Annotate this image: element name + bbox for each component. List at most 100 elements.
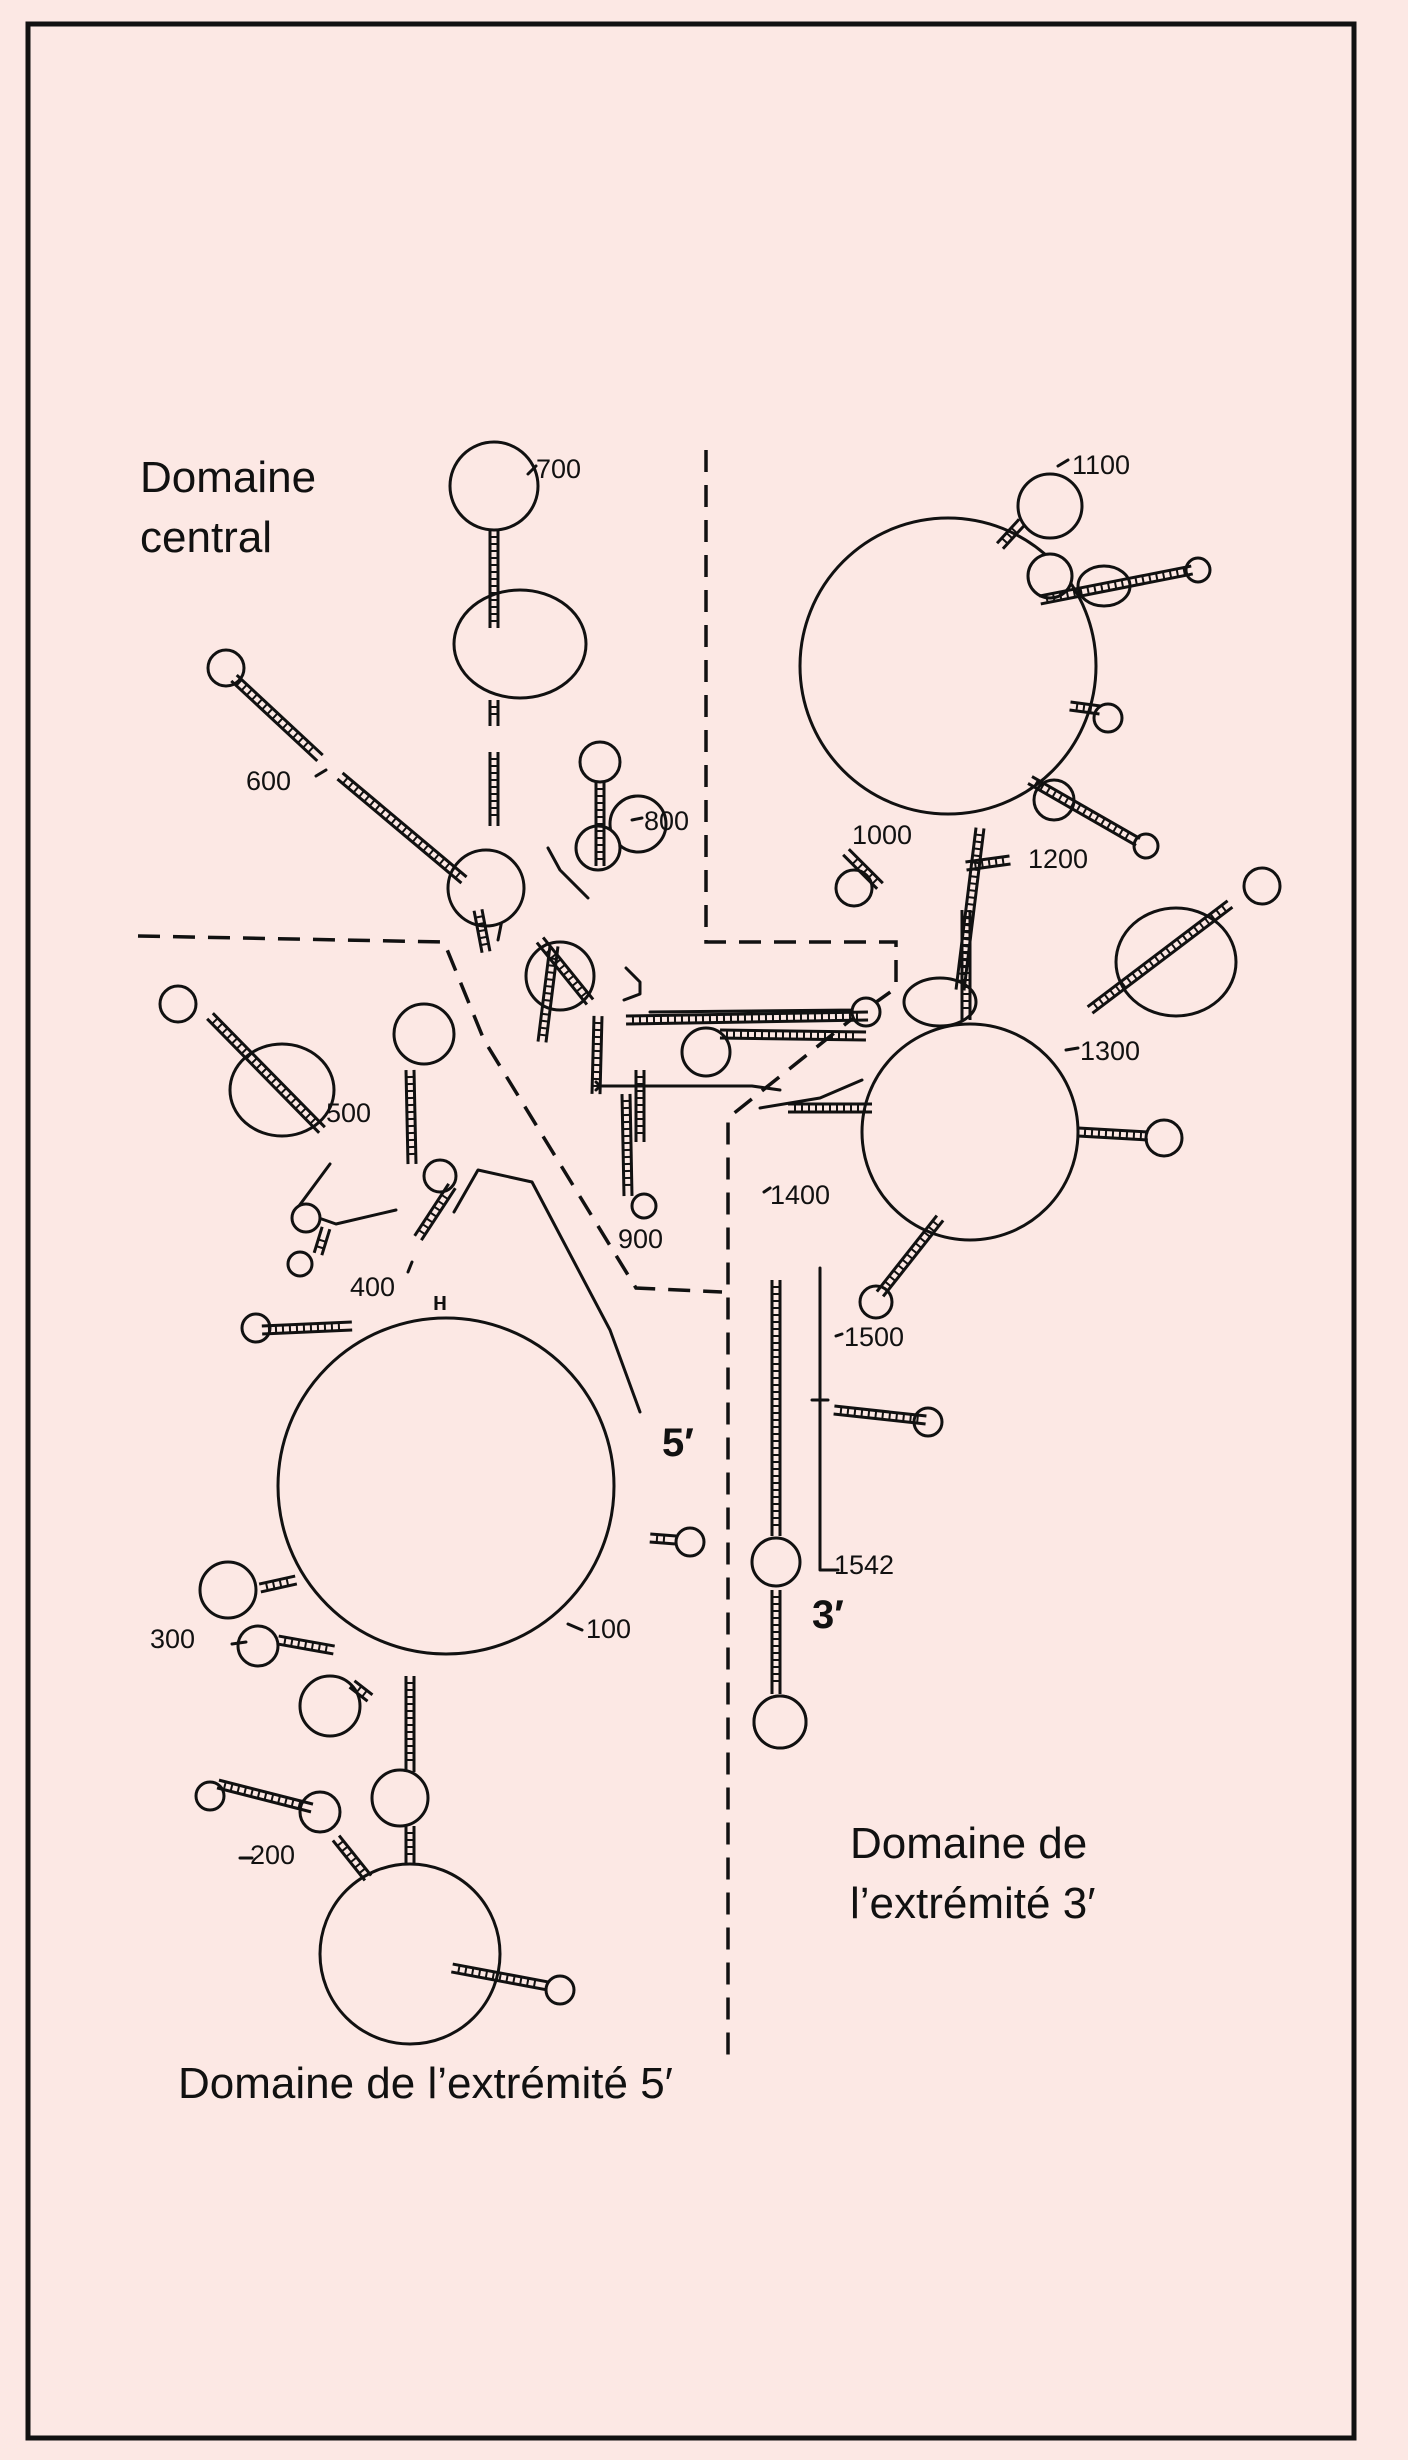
base-pair-rung bbox=[860, 1408, 864, 1418]
helix-strand bbox=[1001, 523, 1027, 550]
base-pair-rung bbox=[256, 698, 264, 706]
base-pair-rung bbox=[411, 835, 419, 843]
base-pair-rung bbox=[425, 1217, 434, 1224]
base-pair-rung bbox=[358, 1867, 366, 1875]
base-pair-rung bbox=[1161, 571, 1166, 580]
base-pair-rung bbox=[1051, 593, 1056, 602]
helix-strand bbox=[1031, 775, 1141, 840]
base-pair-rung bbox=[1220, 904, 1228, 913]
base-pair-rung bbox=[289, 1097, 297, 1105]
base-pair-rung bbox=[271, 1580, 276, 1590]
helix-strand bbox=[965, 854, 1010, 864]
base-pair-rung bbox=[222, 1781, 227, 1790]
base-pair-rung bbox=[347, 781, 355, 789]
base-pair-rung bbox=[361, 1689, 368, 1698]
base-pair-rung bbox=[263, 1791, 268, 1801]
base-pair-rung bbox=[318, 1238, 327, 1243]
base-pair-rung bbox=[349, 1856, 358, 1864]
base-pair-rung bbox=[294, 1102, 302, 1110]
position-label-1200: 1200 bbox=[1028, 844, 1088, 874]
helix-stem bbox=[960, 910, 972, 1020]
helix-strand bbox=[230, 679, 319, 763]
base-pair-rung bbox=[284, 1092, 293, 1100]
base-pair-rung bbox=[856, 862, 864, 870]
base-pair-rung bbox=[1099, 817, 1106, 826]
helix-strand bbox=[625, 1010, 868, 1018]
helix-stem bbox=[620, 1093, 634, 1197]
position-label-300: 300 bbox=[150, 1624, 195, 1654]
base-pair-rung bbox=[283, 1797, 288, 1806]
base-pair-rung bbox=[280, 1087, 288, 1095]
helix-stem bbox=[488, 752, 500, 826]
base-pair-rung bbox=[1203, 917, 1211, 926]
base-pair-rung bbox=[340, 1845, 349, 1853]
base-pair-rung bbox=[302, 741, 310, 749]
position-label-600: 600 bbox=[246, 766, 291, 796]
base-pair-rung bbox=[307, 745, 315, 754]
helix-strand bbox=[626, 1018, 869, 1026]
three-prime-end-label: 3′ bbox=[812, 1593, 844, 1637]
helix-strand bbox=[312, 1226, 324, 1254]
base-pair-rung bbox=[278, 1579, 283, 1588]
base-pair-rung bbox=[1100, 583, 1104, 592]
domain-five-prime-label: Domaine de l’extrémité 5′ bbox=[178, 2059, 673, 2108]
base-pair-rung bbox=[304, 1112, 312, 1120]
base-pair-rung bbox=[881, 1411, 885, 1420]
base-pair-rung bbox=[567, 974, 575, 982]
helix-stem bbox=[404, 1676, 416, 1772]
helix-stem bbox=[331, 1834, 373, 1882]
base-pair-rung bbox=[662, 1535, 666, 1544]
base-pair-rung bbox=[539, 1026, 548, 1030]
base-pair-rung bbox=[1153, 955, 1161, 964]
base-pair-rung bbox=[974, 840, 983, 844]
helix-strand bbox=[719, 1036, 866, 1042]
helix-stem bbox=[312, 1226, 332, 1256]
base-pair-rung bbox=[261, 702, 269, 711]
base-pair-rung bbox=[1124, 831, 1130, 840]
helix-strand bbox=[320, 1228, 332, 1256]
base-pair-rung bbox=[221, 1027, 229, 1035]
helix-strand bbox=[541, 936, 595, 1001]
base-pair-rung bbox=[655, 1534, 659, 1543]
base-pair-rung bbox=[1089, 704, 1093, 713]
base-pair-rung bbox=[895, 1412, 899, 1421]
base-pair-rung bbox=[910, 1247, 918, 1255]
base-pair-rung bbox=[541, 1012, 550, 1016]
helix-stem bbox=[875, 1214, 945, 1298]
base-pair-rung bbox=[1075, 702, 1079, 712]
base-pair-rung bbox=[240, 1047, 248, 1055]
base-pair-rung bbox=[236, 1785, 241, 1794]
position-label-800: 800 bbox=[644, 806, 689, 836]
base-pair-rung bbox=[363, 794, 371, 803]
base-pair-rung bbox=[421, 1223, 430, 1230]
position-label-1500: 1500 bbox=[844, 1322, 904, 1352]
helix-strand bbox=[235, 673, 324, 757]
helix-stem bbox=[450, 1962, 550, 1992]
base-pair-rung bbox=[235, 679, 243, 687]
base-pair-rung bbox=[226, 1032, 234, 1040]
helix-stem bbox=[488, 700, 500, 726]
position-label-1000: 1000 bbox=[852, 820, 912, 850]
base-pair-rung bbox=[285, 1577, 290, 1587]
base-pair-rung bbox=[1081, 807, 1088, 816]
helix-strand bbox=[720, 1028, 867, 1034]
base-pair-rung bbox=[230, 1037, 239, 1045]
base-pair-rung bbox=[1154, 572, 1159, 582]
base-pair-rung bbox=[475, 915, 484, 919]
helix-stem bbox=[488, 530, 500, 628]
position-label-1300: 1300 bbox=[1080, 1036, 1140, 1066]
helix-stem bbox=[434, 1296, 446, 1310]
base-pair-rung bbox=[931, 1220, 940, 1227]
base-pair-rung bbox=[901, 1258, 910, 1266]
base-pair-rung bbox=[1045, 786, 1052, 795]
base-pair-rung bbox=[345, 1851, 353, 1858]
helix-stem bbox=[404, 1069, 418, 1165]
helix-stem bbox=[413, 1182, 457, 1242]
base-pair-rung bbox=[927, 1225, 936, 1233]
helix-strand bbox=[260, 1582, 298, 1594]
base-pair-rung bbox=[966, 902, 975, 906]
helix-stem bbox=[590, 1015, 604, 1095]
base-pair-rung bbox=[256, 1790, 261, 1799]
helix-stem bbox=[1038, 564, 1194, 606]
base-pair-rung bbox=[368, 799, 376, 807]
